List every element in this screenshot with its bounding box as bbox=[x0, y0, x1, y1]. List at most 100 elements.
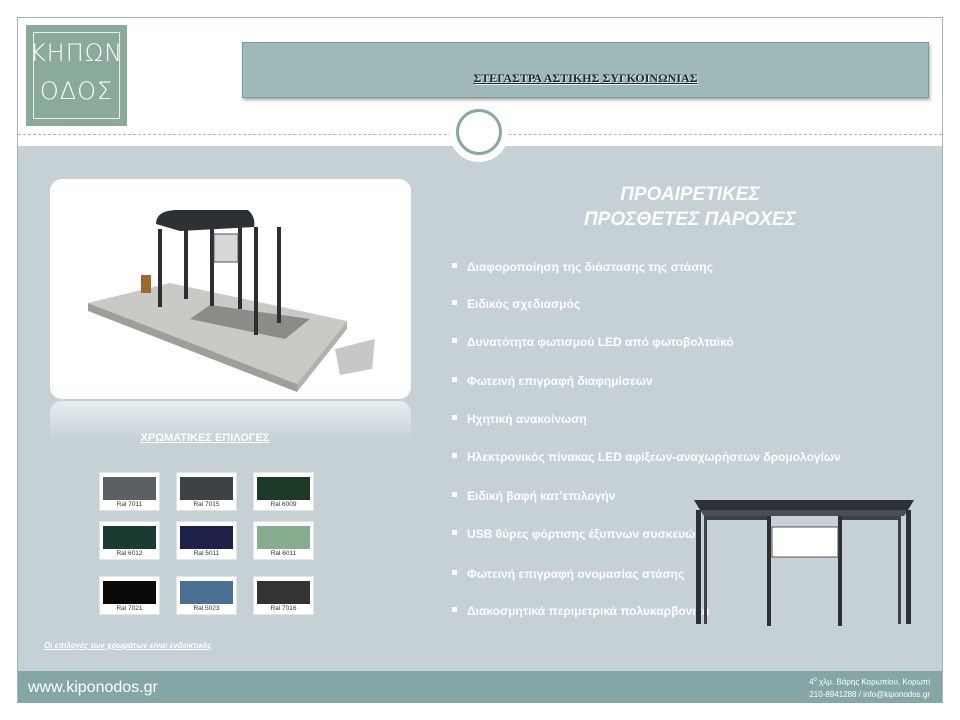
address-km: 4 bbox=[809, 677, 814, 687]
swatch-chip bbox=[180, 581, 233, 604]
color-swatch: Ral 6011 bbox=[253, 521, 314, 560]
feature-text: USB θύρες φόρτισης έξυπνων συσκευών bbox=[467, 527, 702, 541]
swatch-label: Ral 6009 bbox=[270, 501, 297, 508]
feature-item: Διακοσμητικά περιμετρικά πολυκαρβονικά bbox=[452, 604, 709, 618]
post bbox=[184, 229, 188, 299]
feature-item: Διαφοροποίηση της διάστασης της στάσης bbox=[452, 260, 713, 274]
shelter-photo bbox=[50, 179, 411, 399]
feature-text: Φωτεινή επιγραφή διαφημίσεων bbox=[467, 374, 653, 388]
extras-heading-line-1: ΠΡΟΑΙΡΕΤΙΚΕΣ bbox=[620, 184, 760, 205]
bullet-icon bbox=[452, 453, 457, 459]
platform-top bbox=[88, 283, 347, 384]
post bbox=[767, 516, 771, 626]
post bbox=[704, 516, 707, 624]
post bbox=[696, 510, 701, 624]
rail bbox=[707, 516, 767, 520]
extras-heading: ΠΡΟΑΙΡΕΤΙΚΕΣ ΠΡΟΣΘΕΤΕΣ ΠΑΡΟΧΕΣ bbox=[540, 182, 840, 232]
swatch-label: Ral 7015 bbox=[193, 501, 220, 508]
swatch-label: Ral 6012 bbox=[116, 550, 143, 557]
feature-item: Ειδικός σχεδιασμός bbox=[452, 297, 580, 311]
roof bbox=[694, 500, 914, 510]
contact-line: 210-8941288 / info@kiponodos.gr bbox=[809, 689, 930, 699]
post bbox=[254, 227, 258, 335]
shelter-illustration-icon bbox=[88, 210, 375, 392]
swatch-label: Ral 7021 bbox=[116, 605, 143, 612]
swatch-chip bbox=[257, 526, 310, 549]
address-sup: ο bbox=[813, 677, 817, 683]
bullet-icon bbox=[452, 263, 457, 269]
color-swatch: Ral 7011 bbox=[99, 472, 160, 511]
color-options-heading: ΧΡΩΜΑΤΙΚΕΣ ΕΠΙΛΟΓΕΣ bbox=[140, 432, 270, 444]
color-swatch: Ral 6012 bbox=[99, 521, 160, 560]
platform-side bbox=[88, 303, 297, 392]
address-line: 4ο χλμ. Βάρης Κορωπίου, Κορωπί bbox=[809, 674, 930, 689]
swatch-chip bbox=[103, 581, 156, 604]
bullet-icon bbox=[452, 530, 457, 536]
shelter-front-view bbox=[690, 492, 922, 632]
color-swatch: Ral 6009 bbox=[253, 472, 314, 511]
shadow bbox=[335, 339, 375, 375]
feature-item: Δυνατότητα φωτισμού LED από φωτοβολταϊκό bbox=[452, 335, 734, 349]
logo-border bbox=[33, 32, 120, 119]
bullet-icon bbox=[452, 300, 457, 306]
feature-text: Ηχητική ανακοίνωση bbox=[467, 412, 587, 426]
feature-item: Ηχητική ανακοίνωση bbox=[452, 412, 587, 426]
swatch-chip bbox=[103, 526, 156, 549]
swatch-label: Ral 6011 bbox=[270, 550, 297, 557]
color-swatch: Ral 7016 bbox=[253, 576, 314, 615]
swatch-chip bbox=[180, 526, 233, 549]
tactile-strip bbox=[190, 305, 310, 339]
swatch-label: Ral 7011 bbox=[116, 501, 143, 508]
shelter-front-icon bbox=[694, 500, 914, 626]
circle-ornament-icon bbox=[449, 102, 509, 162]
bullet-icon bbox=[452, 492, 457, 498]
bullet-icon bbox=[452, 377, 457, 383]
swatch-label: Ral 7016 bbox=[270, 605, 297, 612]
feature-item: Φωτεινή επιγραφή ονομασίας στάσης bbox=[452, 567, 684, 581]
feature-item: USB θύρες φόρτισης έξυπνων συσκευών bbox=[452, 527, 702, 541]
roof-edge bbox=[700, 510, 908, 516]
feature-item: Φωτεινή επιγραφή διαφημίσεων bbox=[452, 374, 653, 388]
info-panel bbox=[771, 526, 839, 558]
post bbox=[158, 229, 162, 307]
feature-text: Ειδική βαφή κατ’επιλογήν bbox=[467, 489, 616, 503]
swatch-label: Ral 5023 bbox=[193, 605, 220, 612]
feature-text: Διακοσμητικά περιμετρικά πολυκαρβονικά bbox=[467, 604, 710, 618]
photo-reflection bbox=[50, 401, 411, 441]
bullet-icon bbox=[452, 338, 457, 344]
feature-text: Διαφοροποίηση της διάστασης της στάσης bbox=[467, 260, 714, 274]
swatch-chip bbox=[257, 581, 310, 604]
footer-bar: www.kiponodos.gr 4ο χλμ. Βάρης Κορωπίου,… bbox=[18, 671, 942, 703]
feature-text: Ειδικός σχεδιασμός bbox=[467, 297, 581, 311]
title-banner: ΣΤΕΓΑΣΤΡΑ ΑΣΤΙΚΗΣ ΣΥΓΚΟΙΝΩΝΙΑΣ bbox=[242, 42, 929, 98]
color-swatch: Ral 5023 bbox=[176, 576, 237, 615]
swatch-label: Ral 5011 bbox=[193, 550, 220, 557]
color-disclaimer: Οι επιλογές των χρωμάτων είναι ενδεικτικ… bbox=[44, 641, 212, 650]
swatch-chip bbox=[180, 477, 233, 500]
feature-text: Δυνατότητα φωτισμού LED από φωτοβολταϊκό bbox=[467, 335, 734, 349]
ad-panel bbox=[213, 233, 239, 263]
logo-line-1: ΚΗΠΩΝ bbox=[29, 39, 124, 67]
swatch-chip bbox=[257, 477, 310, 500]
post bbox=[898, 516, 901, 624]
feature-text: Ηλεκτρονικός πίνακας LED αφίξεων-αναχωρή… bbox=[467, 450, 841, 464]
address-text: χλμ. Βάρης Κορωπίου, Κορωπί bbox=[816, 677, 930, 687]
website-link[interactable]: www.kiponodos.gr bbox=[28, 679, 158, 696]
extras-heading-line-2: ΠΡΟΣΘΕΤΕΣ ΠΑΡΟΧΕΣ bbox=[584, 209, 796, 230]
post bbox=[838, 516, 842, 626]
color-swatch: Ral 5011 bbox=[176, 521, 237, 560]
circle-ring bbox=[456, 109, 502, 155]
feature-item: Ειδική βαφή κατ’επιλογήν bbox=[452, 489, 615, 503]
swatch-chip bbox=[103, 477, 156, 500]
logo-line-2: ΟΔΟΣ bbox=[39, 77, 114, 105]
page-title: ΣΤΕΓΑΣΤΡΑ ΑΣΤΙΚΗΣ ΣΥΓΚΟΙΝΩΝΙΑΣ bbox=[473, 71, 698, 85]
post bbox=[906, 510, 911, 624]
feature-text: Φωτεινή επιγραφή ονομασίας στάσης bbox=[467, 567, 685, 581]
bullet-icon bbox=[452, 415, 457, 421]
bullet-icon bbox=[452, 607, 457, 613]
post bbox=[238, 227, 242, 309]
company-logo: ΚΗΠΩΝ ΟΔΟΣ bbox=[26, 25, 127, 126]
color-swatch: Ral 7015 bbox=[176, 472, 237, 511]
contact-info: 4ο χλμ. Βάρης Κορωπίου, Κορωπί 210-89412… bbox=[809, 674, 930, 701]
